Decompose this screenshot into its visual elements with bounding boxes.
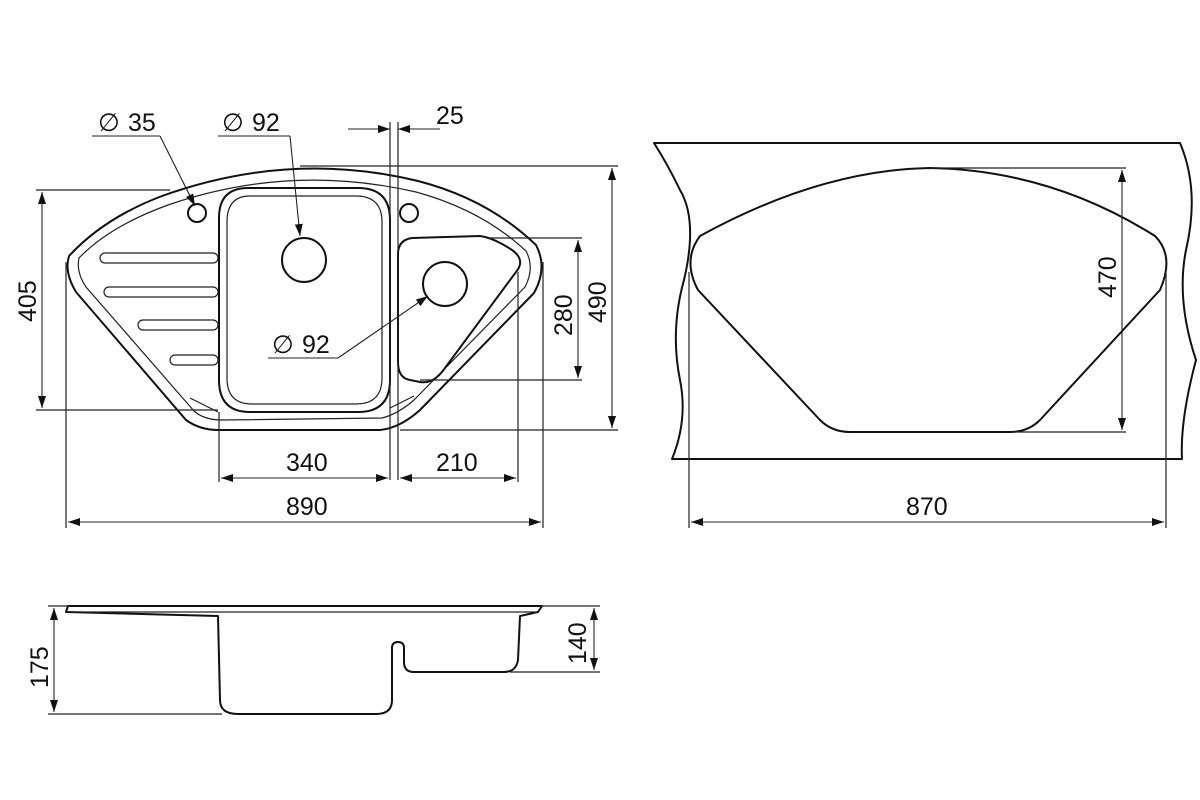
dim-490: 490: [300, 165, 618, 431]
sink-inner-rim: [77, 179, 531, 421]
label-cutout-depth-470: 470: [1094, 256, 1122, 298]
drain-hole-small-bowl: [422, 261, 468, 307]
large-bowl-inner: [226, 195, 383, 405]
diameter-symbol-2: ∅: [222, 109, 244, 137]
sink-outer-contour: [66, 167, 543, 431]
label-hole-35: 35: [128, 109, 156, 137]
label-hole-92-small: 92: [302, 331, 330, 359]
sink-side-profile: [65, 605, 543, 715]
tap-hole-right: [399, 203, 419, 223]
dim-rim-25: 25: [348, 102, 464, 480]
tap-hole-left: [187, 203, 207, 223]
rib-4: [169, 354, 219, 366]
rib-3: [137, 319, 219, 331]
label-cutout-width-870: 870: [906, 493, 948, 521]
countertop-outline: [653, 142, 1197, 460]
large-bowl: [218, 187, 391, 413]
dim-210: 210: [400, 272, 519, 482]
label-large-bowl-340: 340: [286, 449, 328, 477]
label-total-width-890: 890: [286, 493, 328, 521]
leader-92-top: [289, 135, 303, 237]
small-bowl: [397, 235, 522, 384]
label-hole-92-top: 92: [252, 109, 280, 137]
drainboard-ribs: [99, 252, 219, 366]
dim-890: 890: [65, 262, 544, 528]
drain-hole-large: [281, 237, 327, 283]
label-depth-405: 405: [14, 280, 42, 322]
front-edge-right: [389, 395, 415, 409]
rib-1: [99, 252, 219, 264]
diameter-symbol-3: ∅: [272, 331, 294, 359]
label-bowl-height-140: 140: [564, 622, 592, 664]
leader-35: [159, 135, 196, 207]
diameter-symbol-1: ∅: [98, 109, 120, 137]
top-view: [66, 167, 543, 431]
label-small-bowl-210: 210: [436, 449, 478, 477]
label-total-height-175: 175: [26, 646, 54, 688]
diameter-leaders: ∅ 35 ∅ 92 ∅ 92: [92, 109, 429, 359]
dim-340: 340: [218, 412, 388, 482]
side-view: 175 140: [26, 605, 600, 715]
cutout-contour: [689, 167, 1168, 433]
leader-92-small: [337, 295, 429, 359]
label-rim-25: 25: [436, 102, 464, 130]
dim-405: 405: [14, 189, 218, 411]
dim-280: 280: [420, 237, 582, 381]
rib-2: [103, 286, 219, 298]
cutout-view: 470 870: [653, 142, 1197, 528]
label-small-bowl-280: 280: [550, 294, 578, 336]
label-total-depth-490: 490: [584, 281, 612, 323]
